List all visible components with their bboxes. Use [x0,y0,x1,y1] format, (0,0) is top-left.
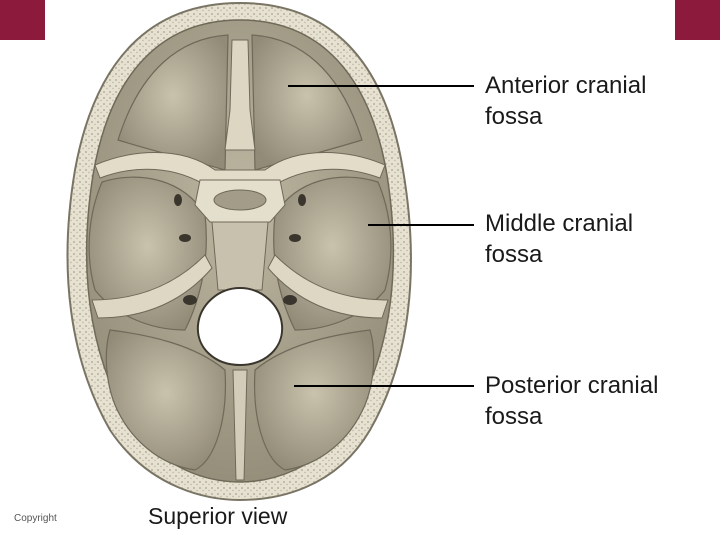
lesser-wing-ridge [94,152,386,189]
internal-occipital-crest [232,369,248,481]
posterior-fossa-left [105,329,227,471]
accent-corner-left [0,0,45,40]
foramen-ovale-left [179,234,191,242]
copyright-notice: Copyright [14,513,57,524]
foramen-rotundum-right [298,194,306,206]
label-middle-cranial-fossa: Middle cranial fossa [485,210,634,268]
petrous-ridge-left [91,254,213,319]
foramen-rotundum-left [174,194,182,206]
crista-galli [224,39,256,151]
posterior-fossa-right [253,329,375,471]
view-caption: Superior view [148,503,288,529]
label-posterior-cranial-fossa: Posterior cranial fossa [485,372,659,430]
foramen-ovale-right [289,234,301,242]
petrous-ridge-right [267,254,389,319]
label-anterior-cranial-fossa: Anterior cranial fossa [485,72,647,130]
jugular-foramen-right [283,295,297,305]
jugular-foramen-left [183,295,197,305]
clivus [211,221,269,291]
foramen-magnum [196,286,284,367]
hypophyseal-fossa [213,189,267,211]
accent-corner-right [675,0,720,40]
